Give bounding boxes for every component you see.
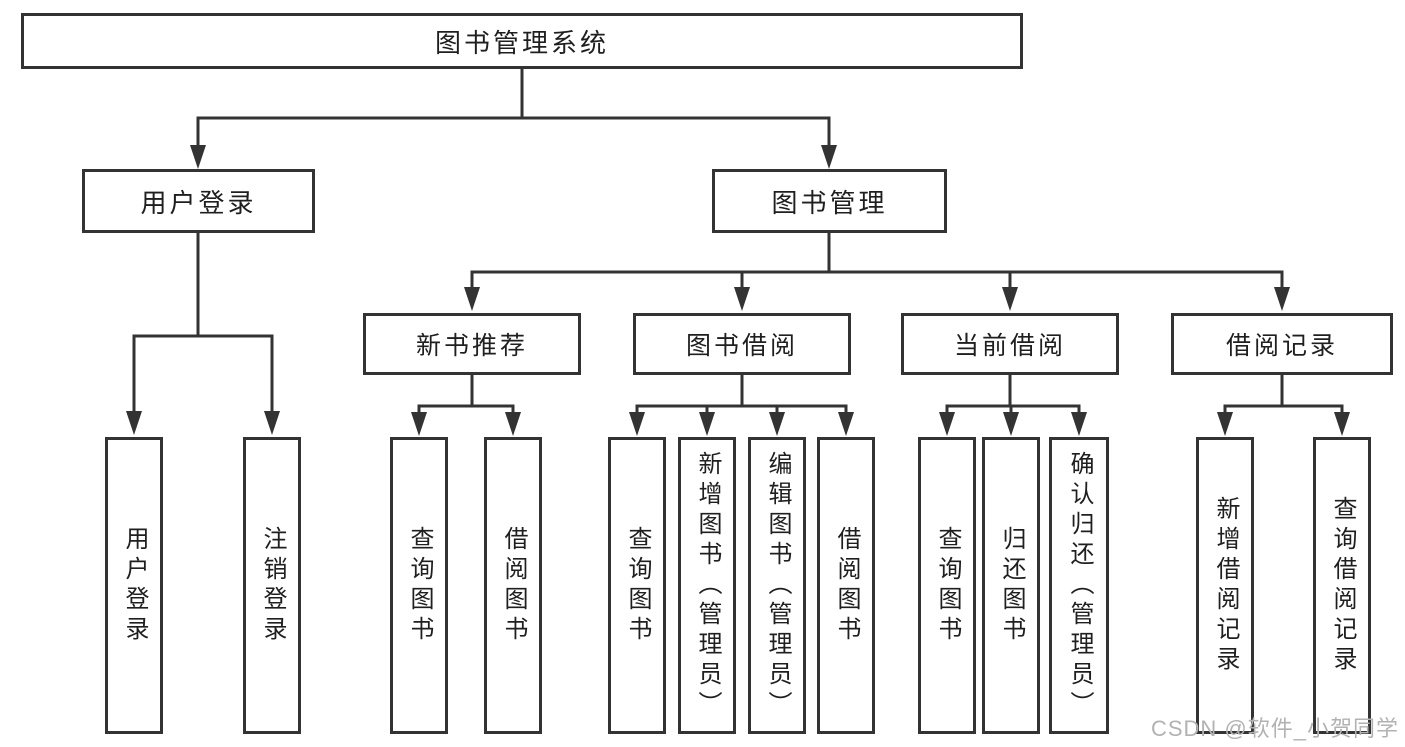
node-book-borrow: 图书借阅 xyxy=(633,313,851,375)
leaf-user-login: 用户登录 xyxy=(105,437,163,734)
node-label: 新书推荐 xyxy=(415,332,528,360)
node-current-borrow: 当前借阅 xyxy=(901,313,1119,375)
node-label: 借阅图书 xyxy=(833,525,860,646)
node-label: 新增图书（管理员） xyxy=(694,450,721,721)
node-label: 用户登录 xyxy=(140,187,257,218)
connector-borrow-to-leaves xyxy=(635,375,848,412)
leaf-add-borrow-record: 新增借阅记录 xyxy=(1196,437,1254,734)
node-label: 归还图书 xyxy=(998,525,1025,646)
node-label: 编辑图书（管理员） xyxy=(764,450,791,721)
node-label: 图书管理系统 xyxy=(434,27,609,58)
node-borrow-records: 借阅记录 xyxy=(1171,313,1393,375)
connector-current-to-leaves xyxy=(945,375,1081,412)
connector-login-to-leaves xyxy=(132,233,274,411)
arrowheads-level2 xyxy=(464,287,1290,311)
arrowheads-level1 xyxy=(190,145,837,169)
node-label: 用户登录 xyxy=(121,525,148,646)
node-label: 注销登录 xyxy=(259,525,286,646)
connector-mgmt-to-level2 xyxy=(470,233,1284,287)
leaf-query-books-borrow: 查询图书 xyxy=(608,437,666,734)
node-label: 当前借阅 xyxy=(953,332,1066,360)
node-label: 查询图书 xyxy=(406,525,433,646)
node-label: 查询图书 xyxy=(624,525,651,646)
node-label: 借阅记录 xyxy=(1225,332,1338,360)
node-new-book-recommend: 新书推荐 xyxy=(363,313,581,375)
leaf-query-borrow-record: 查询借阅记录 xyxy=(1313,437,1371,734)
node-label: 图书借阅 xyxy=(685,332,798,360)
connector-root-to-level1 xyxy=(196,69,831,145)
leaf-borrow-books-new: 借阅图书 xyxy=(484,437,542,734)
leaf-query-books-current: 查询图书 xyxy=(918,437,976,734)
arrowheads-login-leaves xyxy=(126,411,280,435)
node-root-library-system: 图书管理系统 xyxy=(21,13,1023,69)
csdn-watermark: CSDN @软件_小贺同学 xyxy=(1150,716,1399,741)
leaf-return-books: 归还图书 xyxy=(982,437,1040,734)
arrowheads-leaves xyxy=(411,412,1350,436)
node-label: 查询图书 xyxy=(934,525,961,646)
node-user-login: 用户登录 xyxy=(82,169,315,233)
leaf-logout: 注销登录 xyxy=(243,437,301,734)
connector-records-to-leaves xyxy=(1223,375,1344,412)
node-label: 新增借阅记录 xyxy=(1212,495,1239,676)
node-book-management: 图书管理 xyxy=(712,169,947,233)
leaf-edit-books-admin: 编辑图书（管理员） xyxy=(748,437,806,734)
leaf-borrow-books: 借阅图书 xyxy=(817,437,875,734)
leaf-confirm-return-admin: 确认归还（管理员） xyxy=(1049,437,1109,734)
node-label: 图书管理 xyxy=(771,187,888,218)
connector-newbooks-to-leaves xyxy=(417,375,515,412)
node-label: 确认归还（管理员） xyxy=(1066,450,1093,721)
leaf-add-books-admin: 新增图书（管理员） xyxy=(678,437,736,734)
node-label: 查询借阅记录 xyxy=(1329,495,1356,676)
leaf-query-books-new: 查询图书 xyxy=(390,437,448,734)
node-label: 借阅图书 xyxy=(500,525,527,646)
